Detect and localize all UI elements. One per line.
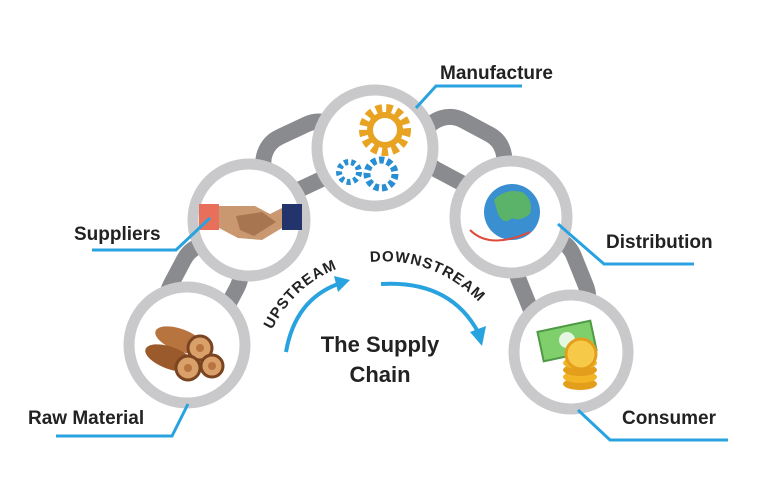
downstream-arrowhead: [470, 326, 486, 346]
diagram-title: The Supply Chain: [290, 330, 470, 390]
callout-raw-material: [56, 403, 190, 438]
title-line-1: The Supply: [320, 332, 440, 357]
gears-icon: [336, 104, 411, 192]
callout-consumer: [576, 408, 728, 442]
label-suppliers: Suppliers: [74, 224, 161, 245]
callout-distribution: [557, 222, 694, 266]
label-distribution: Distribution: [606, 232, 713, 253]
upstream-arrowhead: [334, 276, 350, 292]
logs-icon: [145, 326, 225, 382]
upstream-arrow: [284, 282, 339, 353]
label-consumer: Consumer: [622, 408, 716, 429]
callout-manufacture: [414, 84, 522, 110]
callout-lines: [56, 84, 728, 442]
title-line-2: Chain: [349, 362, 411, 387]
globe-icon: [469, 184, 540, 242]
label-manufacture: Manufacture: [440, 63, 553, 84]
money-icon: [536, 319, 598, 390]
label-raw-material: Raw Material: [28, 408, 145, 429]
callout-suppliers: [92, 216, 212, 252]
downstream-arrow: [380, 281, 480, 333]
flow-arrows: [284, 276, 486, 353]
